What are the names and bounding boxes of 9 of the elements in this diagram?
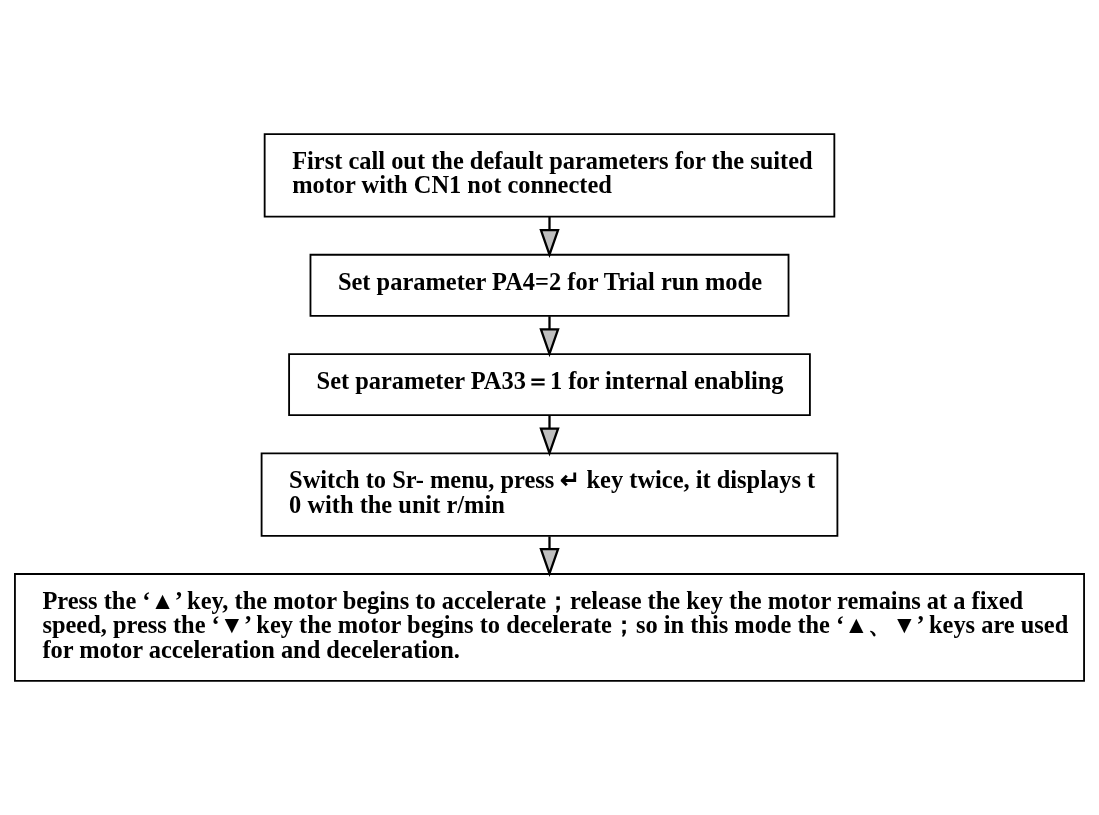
node-box: Press the ‘▲’ key, the motor begins to accelerate；release the key the motor remains at a fixed speed, press the ‘▼’ key the motor begins to decelerate；so in this mode the ‘▲、▼’ keys are used for motor acceleration and deceleration. — [14, 573, 1085, 682]
arrow — [539, 316, 560, 358]
node-box: First call out the default parameters for the suited motor with CN1 not connected — [263, 133, 836, 218]
node-box: Switch to Sr- menu, press ↵ key twice, it displays t 0 with the unit r/min — [260, 452, 839, 537]
node-box: Set parameter PA4=2 for Trial run mode — [309, 253, 790, 317]
arrow — [539, 415, 560, 457]
arrow — [539, 216, 560, 259]
node-box: Set parameter PA33＝1 for internal enabling — [288, 353, 811, 417]
arrow — [539, 536, 560, 578]
